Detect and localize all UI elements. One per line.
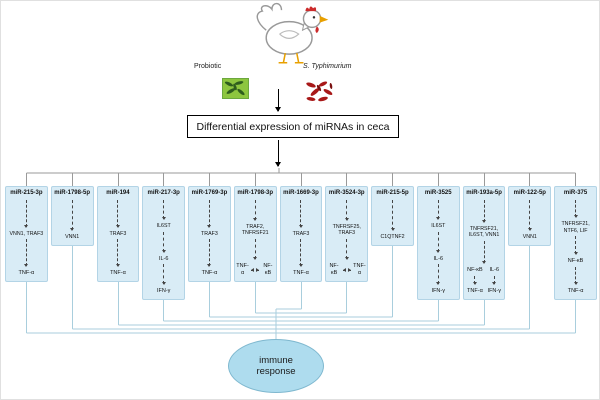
effector-label: IFN-γ bbox=[431, 288, 445, 295]
effector-label: IL-6 bbox=[158, 255, 169, 262]
probiotic-label: Probiotic bbox=[194, 63, 222, 70]
mirna-label: miR-1798-3p bbox=[237, 190, 274, 196]
mirna-label: miR-217-3p bbox=[147, 190, 180, 196]
mirna-label: miR-3524-3p bbox=[328, 190, 365, 196]
effector-label: TNF-α bbox=[467, 288, 483, 295]
main-statement-text: Differential expression of miRNAs in cec… bbox=[196, 120, 390, 133]
pathogen-label: S. Typhimurium bbox=[303, 63, 352, 70]
effector-label: TNF-α bbox=[201, 270, 218, 277]
mirna-box-miR-1798-3p: miR-1798-3p TRAF2, TNFRSF21 TNF-α NF-κB bbox=[233, 186, 277, 282]
effector-label: TNF-α bbox=[353, 263, 366, 277]
mirna-label: miR-1669-3p bbox=[283, 190, 319, 196]
targeting-arrow-icon bbox=[161, 264, 166, 285]
targeting-arrow-icon bbox=[70, 199, 75, 232]
target-genes: TRAF3 bbox=[109, 230, 127, 237]
mirna-label: miR-215-3p bbox=[10, 190, 43, 196]
targeting-arrow-icon bbox=[482, 240, 487, 265]
effector-label: IL-6 bbox=[489, 267, 500, 274]
target-genes: TNFRSF21, IL6ST, VNN1 bbox=[468, 225, 500, 239]
double-arrow-icon bbox=[342, 268, 351, 273]
mirna-label: miR-1769-3p bbox=[191, 190, 228, 196]
mirna-label: miR-3525 bbox=[424, 190, 452, 196]
effector-label: TNF-α bbox=[110, 270, 126, 277]
targeting-arrow-icon bbox=[482, 199, 487, 224]
targeting-arrow-icon bbox=[115, 239, 120, 268]
effector-label: TNF-α bbox=[18, 270, 35, 277]
effector-label: TNF-α bbox=[293, 270, 309, 277]
target-genes: TNFRSF25, TRAF3 bbox=[332, 223, 361, 237]
mirna-box-miR-1769-3p: miR-1769-3p TRAF3 TNF-α bbox=[188, 186, 231, 282]
salmonella-image bbox=[306, 81, 333, 102]
mirna-label: miR-193a-5p bbox=[466, 190, 502, 196]
double-arrow-icon bbox=[251, 268, 260, 273]
targeting-arrow-icon bbox=[436, 231, 441, 253]
mirna-box-miR-3525: miR-3525 IL6ST IL-6 IFN-γ bbox=[416, 186, 460, 300]
immune-response-node: immune response bbox=[228, 339, 324, 393]
immune-response-label: immune response bbox=[256, 355, 296, 377]
mirna-label: miR-1798-5p bbox=[54, 190, 90, 196]
targeting-arrow-icon bbox=[492, 276, 497, 286]
targeting-arrow-icon bbox=[344, 238, 349, 261]
main-statement-box: Differential expression of miRNAs in cec… bbox=[187, 115, 399, 138]
targeting-arrow-icon bbox=[161, 231, 166, 253]
mirna-box-miR-193a-5p: miR-193a-5p TNFRSF21, IL6ST, VNN1 NF-κB … bbox=[462, 186, 506, 300]
target-genes: IL6ST bbox=[156, 223, 171, 230]
effector-label: NF-κB bbox=[263, 263, 273, 277]
mirna-label: miR-215-5p bbox=[376, 190, 409, 196]
mirna-box-miR-194: miR-194 TRAF3 TNF-α bbox=[96, 186, 140, 282]
target-genes: VNN1, TRAF3 bbox=[9, 230, 44, 237]
mirna-label: miR-122-5p bbox=[513, 190, 546, 196]
target-genes: VNN1 bbox=[65, 234, 80, 241]
target-genes: TNFRSF21, NTF6, LIF bbox=[561, 221, 590, 234]
targeting-arrow-icon bbox=[207, 239, 212, 268]
mirna-box-miR-215-3p: miR-215-3p VNN1, TRAF3 TNF-α bbox=[5, 186, 48, 282]
probiotic-image bbox=[222, 78, 249, 99]
targeting-arrow-icon bbox=[573, 236, 578, 255]
mirna-boxes-row: miR-215-3p VNN1, TRAF3 TNF-α miR-1798-5p… bbox=[5, 186, 597, 300]
targeting-arrow-icon bbox=[115, 199, 120, 228]
targeting-arrow-icon bbox=[390, 199, 395, 232]
target-genes: C1QTNF2 bbox=[380, 234, 405, 241]
down-arrow-icon bbox=[275, 89, 282, 112]
targeting-arrow-icon bbox=[161, 199, 166, 220]
targeting-arrow-icon bbox=[207, 199, 212, 228]
chicken-image bbox=[256, 2, 329, 64]
targeting-arrow-icon bbox=[24, 239, 29, 268]
target-genes: IL6ST bbox=[431, 223, 446, 230]
targeting-arrow-icon bbox=[24, 199, 29, 228]
mirna-label: miR-375 bbox=[563, 190, 588, 196]
effector-label: NF-κB bbox=[567, 257, 584, 264]
effector-label: IFN-γ bbox=[487, 288, 501, 295]
targeting-arrow-icon bbox=[436, 264, 441, 285]
targeting-arrow-icon bbox=[436, 199, 441, 220]
down-arrow-icon bbox=[275, 140, 282, 167]
target-genes: TRAF3 bbox=[201, 230, 218, 237]
effector-label: NF-κB bbox=[467, 267, 483, 274]
mirna-box-miR-375: miR-375 TNFRSF21, NTF6, LIF NF-κB TNF-α bbox=[554, 186, 597, 300]
targeting-arrow-icon bbox=[573, 266, 578, 285]
targeting-arrow-icon bbox=[344, 199, 349, 222]
mirna-box-miR-217-3p: miR-217-3p IL6ST IL-6 IFN-γ bbox=[142, 186, 186, 300]
effector-label: TNF-α bbox=[236, 263, 249, 277]
effector-label: NF-κB bbox=[329, 263, 339, 277]
mirna-box-miR-1798-5p: miR-1798-5p VNN1 bbox=[50, 186, 94, 246]
target-genes: TRAF3 bbox=[292, 230, 310, 237]
targeting-arrow-icon bbox=[472, 276, 477, 286]
effector-label: IFN-γ bbox=[156, 288, 171, 295]
target-genes: TRAF2, TNFRSF21 bbox=[241, 223, 269, 237]
targeting-arrow-icon bbox=[573, 199, 578, 218]
targeting-arrow-icon bbox=[298, 239, 303, 268]
effector-label: IL-6 bbox=[433, 255, 444, 262]
mirna-box-miR-1669-3p: miR-1669-3p TRAF3 TNF-α bbox=[279, 186, 323, 282]
targeting-arrow-icon bbox=[527, 199, 532, 232]
effector-label: TNF-α bbox=[567, 288, 584, 295]
targeting-arrow-icon bbox=[298, 199, 303, 228]
mirna-label: miR-194 bbox=[106, 190, 130, 196]
mirna-box-miR-122-5p: miR-122-5p VNN1 bbox=[508, 186, 552, 246]
target-genes: VNN1 bbox=[522, 234, 537, 241]
targeting-arrow-icon bbox=[253, 238, 258, 261]
targeting-arrow-icon bbox=[253, 199, 258, 222]
mirna-box-miR-215-5p: miR-215-5p C1QTNF2 bbox=[371, 186, 414, 246]
mirna-box-miR-3524-3p: miR-3524-3p TNFRSF25, TRAF3 NF-κB TNF-α bbox=[325, 186, 369, 282]
